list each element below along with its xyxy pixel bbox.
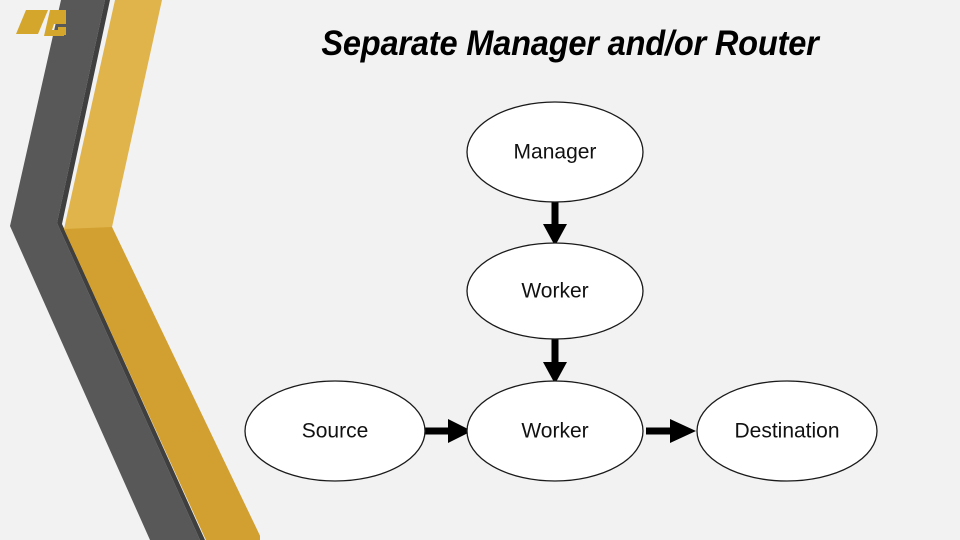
node-label: Source (302, 420, 369, 443)
node-shape[interactable] (466, 380, 644, 482)
edge-source-to-worker (423, 419, 472, 443)
arrowhead-icon (543, 362, 567, 384)
arrowhead-icon (543, 224, 567, 246)
node-manager[interactable]: Manager (466, 101, 644, 203)
arrowhead-icon (670, 419, 696, 443)
diagram-edges (423, 200, 696, 443)
node-shape[interactable] (244, 380, 426, 482)
node-shape[interactable] (466, 242, 644, 340)
node-label: Manager (514, 141, 597, 164)
page-title: Separate Manager and/or Router (321, 24, 819, 63)
diagram-nodes: Manager Worker Source Worker Destination (244, 101, 878, 482)
node-shape[interactable] (466, 101, 644, 203)
node-destination[interactable]: Destination (696, 380, 878, 482)
node-label: Destination (734, 420, 839, 443)
node-label: Worker (521, 420, 588, 443)
edge-manager-to-worker (543, 200, 567, 246)
node-worker-bottom[interactable]: Worker (466, 380, 644, 482)
node-worker-top[interactable]: Worker (466, 242, 644, 340)
node-label: Worker (521, 280, 588, 303)
node-source[interactable]: Source (244, 380, 426, 482)
ia-logo-icon (16, 10, 66, 36)
edge-worker-to-destination (646, 419, 696, 443)
edge-worker-to-worker (543, 338, 567, 384)
node-shape[interactable] (696, 380, 878, 482)
arrowhead-icon (448, 419, 472, 443)
